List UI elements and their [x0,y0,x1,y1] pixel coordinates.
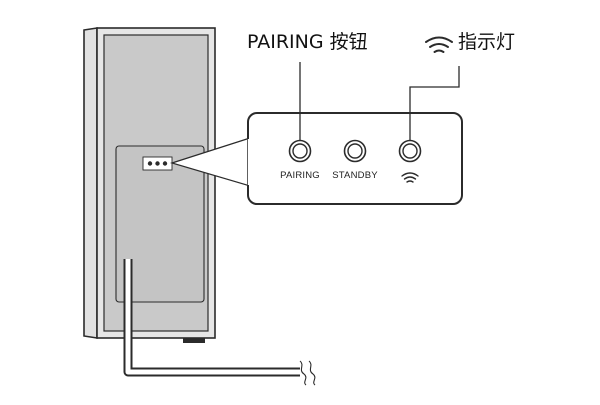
standby-button[interactable] [343,139,367,163]
power-cable [123,259,316,386]
indicator-light-callout: 指示灯 [458,31,516,53]
indicator-leader-line [409,66,460,140]
pairing-button[interactable] [288,139,312,163]
pairing-button-label: PAIRING [280,170,320,181]
callout-wifi-icon [425,36,453,53]
standby-button-label: STANDBY [332,170,378,181]
subwoofer-body [83,27,216,343]
wifi-icon [401,172,419,183]
indicator-light [398,139,422,163]
pairing-button-callout: PAIRING 按钮 [247,31,368,53]
